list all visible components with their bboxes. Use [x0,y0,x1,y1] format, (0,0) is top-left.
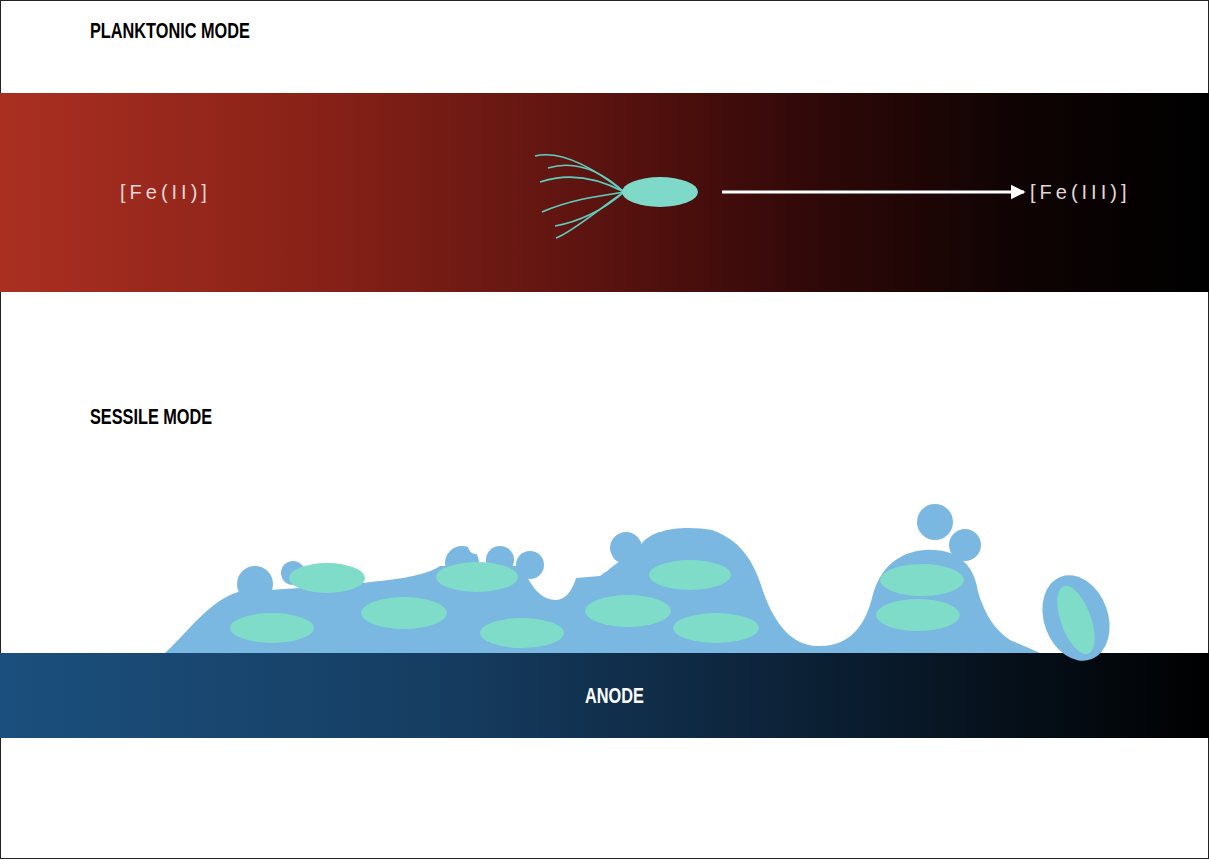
biofilm-bump [917,504,953,540]
biofilm-cell [289,563,365,593]
biofilm-cell [230,613,314,643]
mode-heading: SESSILE MODE [90,406,212,428]
flagellum [540,177,624,192]
biofilm-cell [585,595,671,627]
biofilm-bump [237,566,273,602]
biofilm-bump [610,532,642,564]
biofilm-bump [337,571,355,589]
iron-species-label: [Fe(II)] [120,182,211,202]
flagellum [548,165,624,192]
biofilm [165,504,1121,670]
biofilm-curl [1031,566,1121,671]
mode-heading: PLANKTONIC MODE [90,20,250,42]
biofilm-notch [587,547,613,573]
biofilm-cell [361,597,447,629]
flagellum [556,192,624,238]
biofilm-bump [486,546,514,574]
anode-label: ANODE [167,685,1062,707]
biofilm-notch [312,560,328,576]
biofilm-bump [445,546,479,580]
iron-species-label: [Fe(III)] [1030,182,1130,202]
biofilm-notches [312,508,670,576]
biofilm-cell [876,599,960,631]
biofilm-cell [1050,581,1103,659]
biofilm-cell [649,560,731,590]
biofilm-cell [436,562,518,592]
biofilm-bump [949,529,981,561]
biofilm-cell [880,564,964,596]
biofilm-bump [516,551,544,579]
biofilm-cell [480,618,564,648]
flagella [535,155,624,238]
biofilm-notch [468,538,484,554]
biofilm-notch [646,508,670,532]
bacterium [535,155,698,238]
flagellum [555,192,624,226]
bacterium-cell [622,177,698,207]
biofilm-matrix [165,528,1040,653]
flagellum [542,192,624,212]
anode-band: ANODE [0,653,1209,738]
iron-gradient-band: [Fe(II)] [Fe(III)] [0,93,1209,292]
oxidation-arrow [722,191,1024,194]
biofilm-cells [230,560,1102,659]
flagellum [535,155,624,192]
biofilm-bump [281,561,305,585]
biofilm-cell [673,613,759,643]
